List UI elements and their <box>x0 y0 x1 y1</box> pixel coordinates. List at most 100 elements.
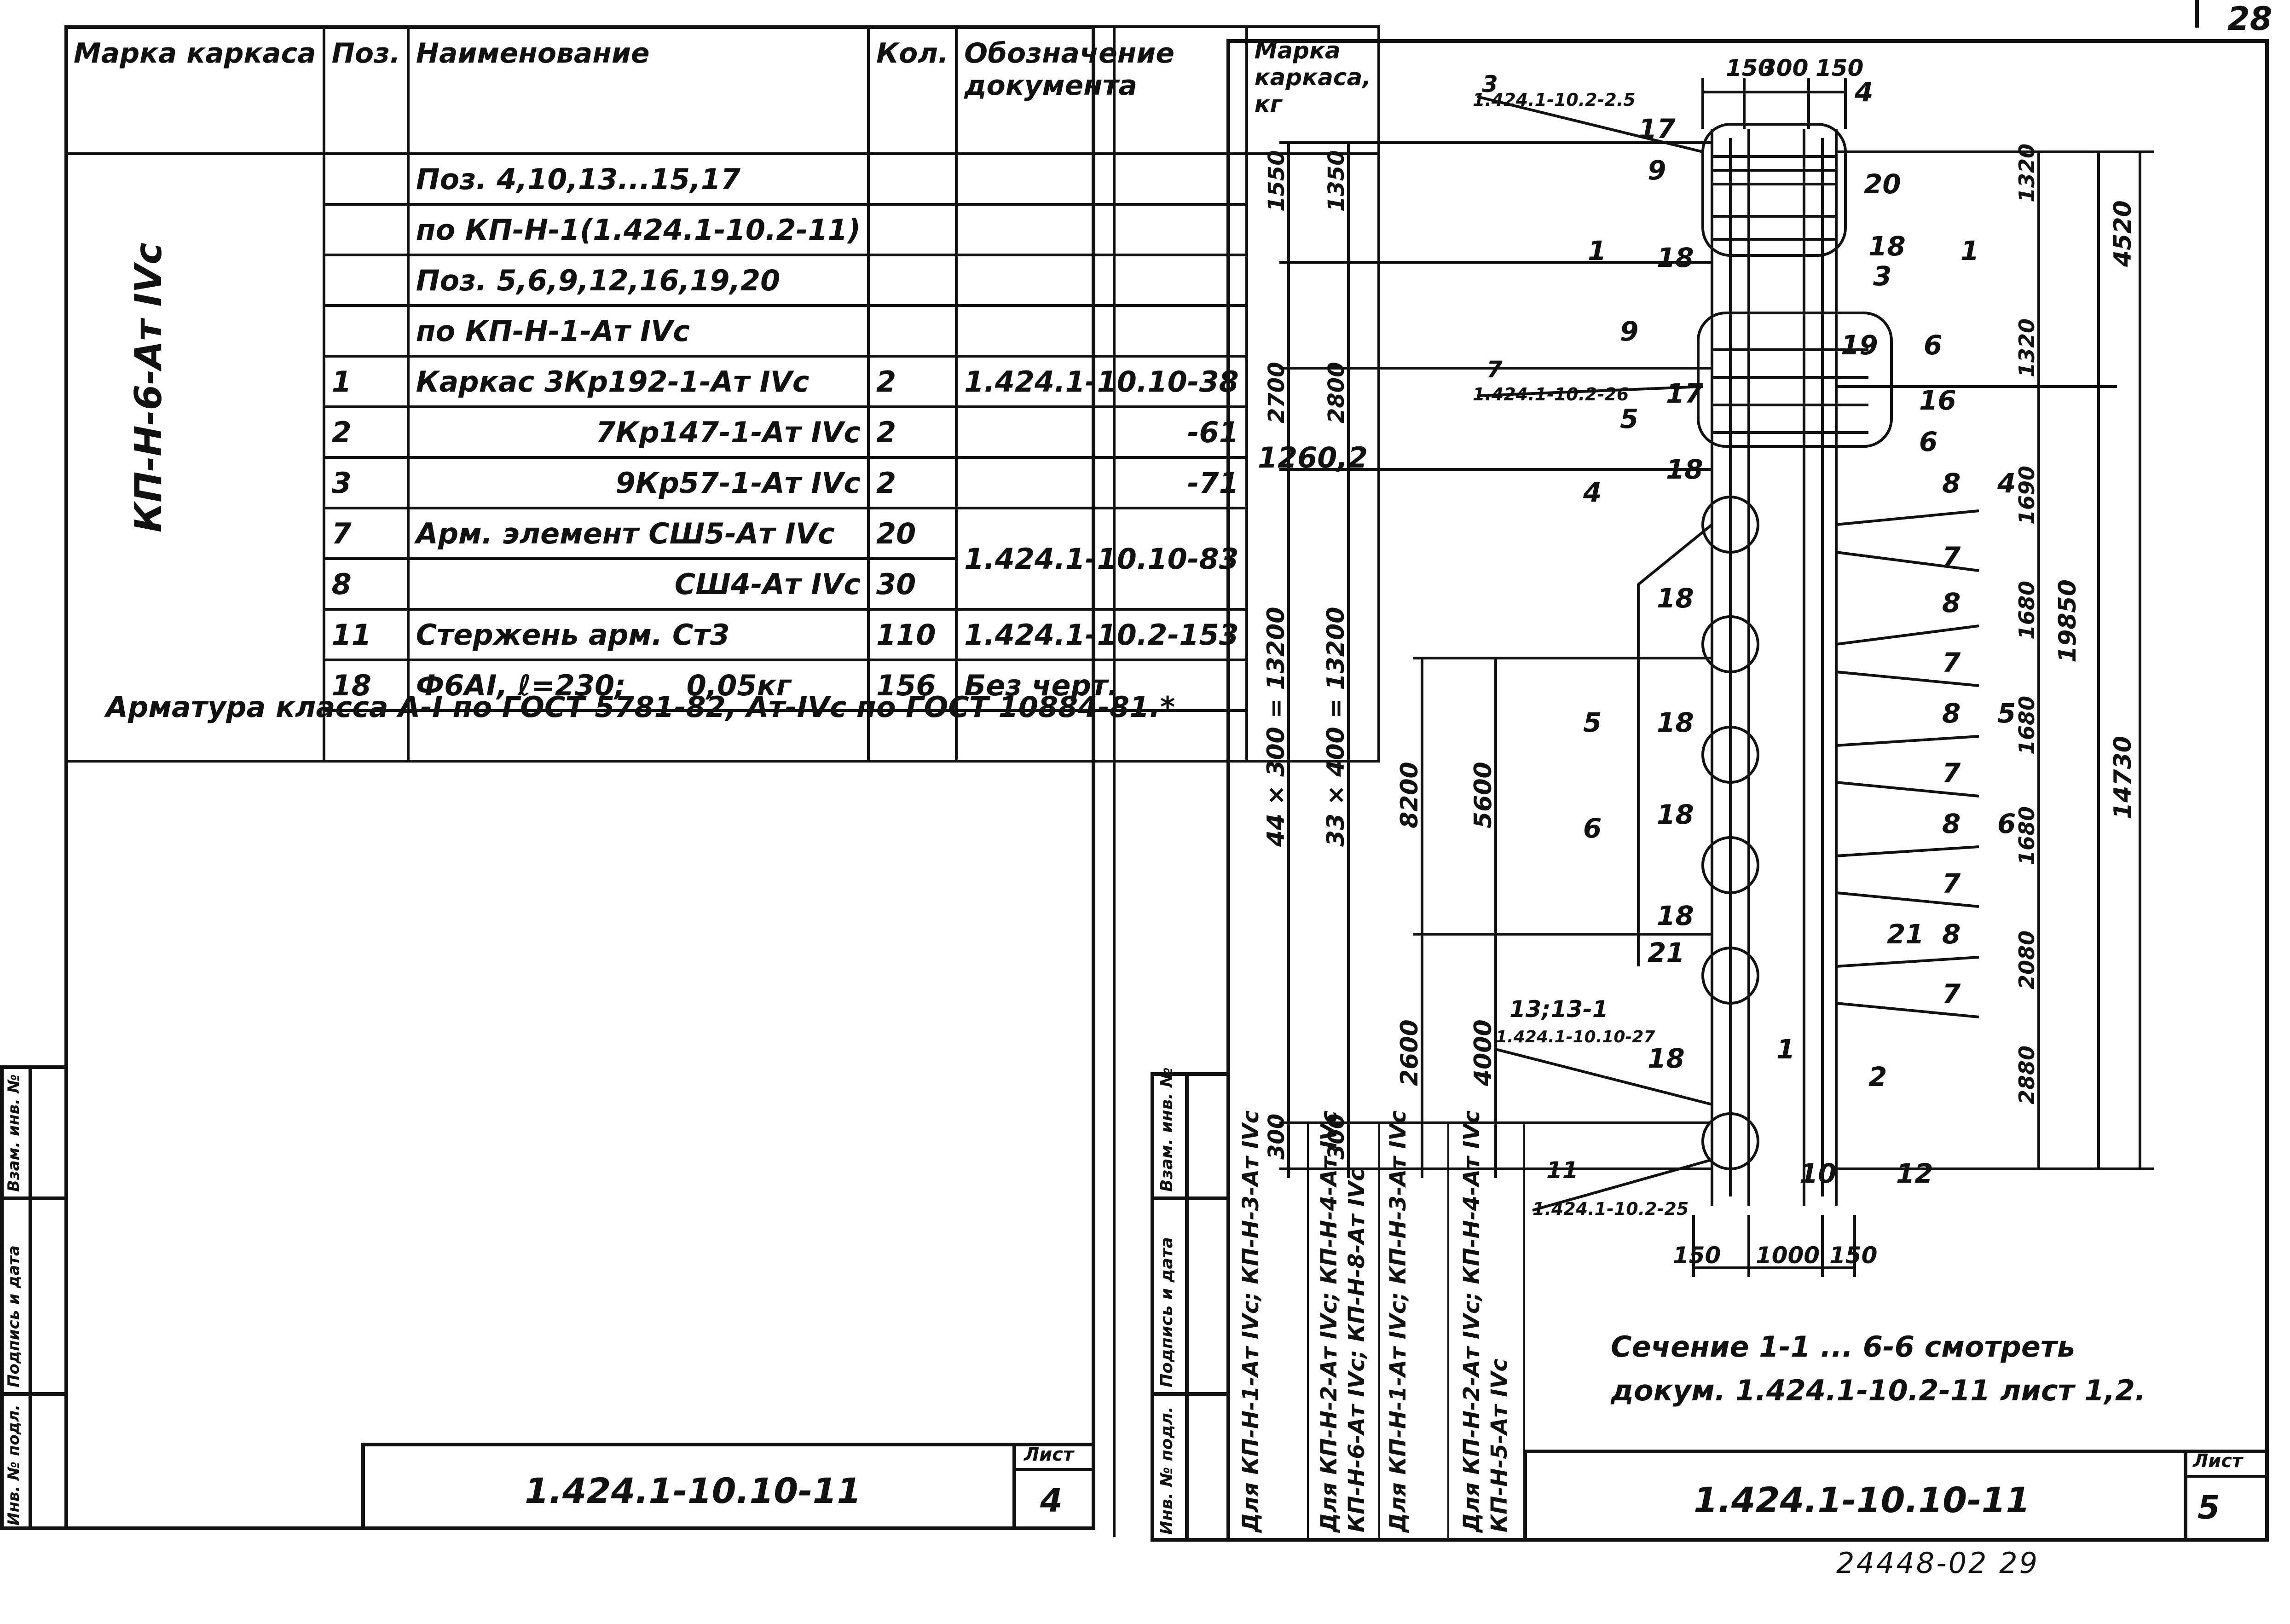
spec-row: 8 СШ4-Ат IVс 30 <box>66 557 1379 611</box>
node-circle <box>1701 726 1759 784</box>
header-pos: Поз. <box>322 25 410 155</box>
pos-label: 6 <box>1919 426 1937 457</box>
spec-header-row: Марка каркаса Поз. Наименование Кол. Обо… <box>64 25 1381 155</box>
left-sheet-label: Лист <box>1024 1444 1074 1465</box>
pos-label: 7 <box>1942 541 1961 572</box>
row-name: Поз. 4,10,13...15,17 <box>406 152 870 206</box>
row-name: Ф6АI, ℓ=230; 0,05кг <box>406 659 870 712</box>
dim-text: 4520 <box>2109 200 2137 267</box>
pos-label: 18 <box>1657 799 1694 830</box>
ref-leader <box>1477 95 1703 153</box>
spec-row: по КП-Н-1-Ат IVс <box>66 304 1379 358</box>
right-stamp-divider <box>1151 1392 1230 1396</box>
pos-label: 16 <box>1919 385 1956 416</box>
row-name: Каркас 3Кр192-1-Ат IVс <box>406 355 870 408</box>
section-mark: 5 <box>1583 707 1602 738</box>
dim-text: 1350 <box>1324 150 1349 212</box>
spec-row-empty <box>66 709 1379 763</box>
row-name: Поз. 5,6,9,12,16,19,20 <box>406 254 870 307</box>
row-name: 9Кр57-1-Ат IVс <box>406 456 870 509</box>
row-name: Арм. элемент СШ5-Ат IVс <box>406 507 870 560</box>
dim-text: 300 <box>1264 1114 1290 1160</box>
dim-text: 1320 <box>2014 318 2039 377</box>
sheet-separator <box>1113 28 1116 1537</box>
leader-line <box>1836 735 1979 747</box>
dim-text: 8200 <box>1396 762 1423 828</box>
dim-text: 150 <box>1673 1242 1721 1269</box>
pos-label: 8 <box>1942 808 1960 839</box>
pos-label: 1 <box>1776 1034 1795 1065</box>
row-name-text: Ф6АI, ℓ=230; <box>416 668 626 702</box>
node-circle <box>1701 615 1759 673</box>
spec-row: 7 Арм. элемент СШ5-Ат IVс 20 1.424.1-10.… <box>66 507 1379 611</box>
mass-cell: 1260,2 <box>1245 152 1381 763</box>
left-doc-code: 1.424.1-10.10-11 <box>525 1470 862 1511</box>
leader-line <box>1836 509 1979 526</box>
archive-number: 24448-02 29 <box>1836 1546 2040 1580</box>
pos-label: 20 <box>1864 168 1901 200</box>
section-note-line2: докум. 1.424.1-10.2-11 лист 1,2. <box>1611 1374 2146 1407</box>
section-note-line1: Сечение 1-1 ... 6-6 смотреть <box>1611 1330 2076 1364</box>
spec-row: 18 Ф6АI, ℓ=230; 0,05кг 156 Без черт. <box>66 659 1379 712</box>
pos-label: 8 <box>1942 468 1960 499</box>
row-pos <box>322 152 410 206</box>
section-mark: 6 <box>1583 813 1602 844</box>
header-doc: Обозначение документа <box>955 25 1248 155</box>
row-name: Стержень арм. Ст3 <box>406 608 870 661</box>
dim-text: 5600 <box>1469 762 1497 828</box>
pos-label: 18 <box>1657 583 1694 614</box>
dim-text: 150 <box>1726 55 1774 81</box>
page-number: 28 <box>2227 0 2273 38</box>
pos-label: 7 <box>1942 978 1961 1010</box>
dim-text: 2800 <box>1324 362 1349 423</box>
row-pos: 11 <box>322 608 410 661</box>
row-name: по КП-Н-1-Ат IVс <box>406 304 870 358</box>
right-stamp-column <box>1151 1072 1230 1542</box>
row-doc: 1.424.1-10.2-153 <box>955 608 1248 661</box>
row-doc: Без черт. <box>955 659 1248 712</box>
left-title-divider <box>1012 1443 1016 1530</box>
dim-text: 1680 <box>2014 581 2039 640</box>
right-sheet-number: 5 <box>2197 1489 2220 1526</box>
dim-text: 1320 <box>2014 144 2039 202</box>
row-pos: 1 <box>322 355 410 408</box>
ref-label: 13;13-1 <box>1509 996 1608 1023</box>
ref-label: 11 <box>1546 1157 1579 1184</box>
header-mass: Марка каркаса, кг <box>1245 25 1381 155</box>
right-sheet-label: Лист <box>2193 1451 2243 1472</box>
right-title-divider <box>2184 1475 2269 1478</box>
ref-label: 3 <box>1482 71 1498 98</box>
ref-text: 1.424.1-10.10-27 <box>1496 1028 1655 1046</box>
pos-label: 7 <box>1942 757 1961 789</box>
section-mark: 1 <box>1588 235 1606 266</box>
row-qty <box>867 254 958 307</box>
row-doc: 1.424.1-10.10-83 <box>955 507 1248 611</box>
reinforcement-note: Арматура класса А-I по ГОСТ 5781-82, Ат-… <box>106 690 1175 724</box>
right-title-divider <box>2184 1450 2187 1542</box>
section-mark: 4 <box>1583 477 1602 508</box>
marka-cell: КП-Н-6-Ат IVс <box>64 152 325 763</box>
node-circle <box>1701 836 1759 894</box>
row-doc <box>955 203 1248 256</box>
applicability-line <box>1523 1123 1525 1542</box>
dim-text: 33 × 400 = 13200 <box>1322 607 1350 847</box>
pos-label: 10 <box>1799 1158 1837 1189</box>
row-doc: 1.424.1-10.10-38 <box>955 355 1248 408</box>
ref-leader <box>1495 1048 1712 1106</box>
leader-line <box>1836 891 1979 908</box>
row-pos: 7 <box>322 507 410 560</box>
row-pos <box>322 709 410 763</box>
pos-label: 2 <box>1868 1061 1887 1092</box>
pos-label: 21 <box>1648 937 1685 968</box>
pos-label: 17 <box>1666 378 1703 409</box>
node-circle <box>1701 947 1759 1005</box>
dim-text: 1550 <box>1264 150 1290 212</box>
left-sheet-number: 4 <box>1040 1482 1063 1520</box>
row-qty <box>867 709 958 763</box>
row-doc <box>955 709 1248 763</box>
row-pos: 8 <box>322 557 410 611</box>
row-name: 7Кр147-1-Ат IVс <box>406 405 870 459</box>
leader-line <box>1836 1002 1979 1018</box>
row-qty <box>867 152 958 206</box>
section-mark: 6 <box>1997 808 2016 839</box>
